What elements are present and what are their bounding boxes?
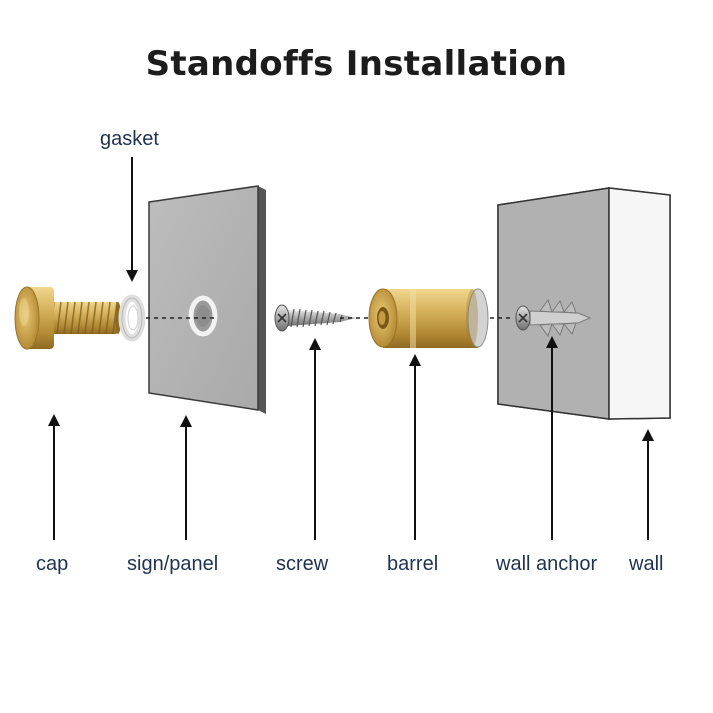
wall-anchor xyxy=(515,298,592,338)
label-barrel: barrel xyxy=(387,553,439,575)
label-wall: wall xyxy=(629,553,664,575)
label-cap: cap xyxy=(36,553,69,575)
screw xyxy=(274,304,356,332)
barrel xyxy=(368,288,489,348)
diagram-title: Standoffs Installation xyxy=(145,44,568,84)
label-gasket: gasket xyxy=(100,128,159,150)
sign-panel xyxy=(148,185,266,414)
label-sign-panel: sign/panel xyxy=(127,553,219,575)
cap xyxy=(14,286,121,350)
label-wall-anchor: wall anchor xyxy=(496,553,598,575)
label-screw: screw xyxy=(276,553,329,575)
gasket xyxy=(118,294,146,342)
wall-block xyxy=(497,187,671,420)
